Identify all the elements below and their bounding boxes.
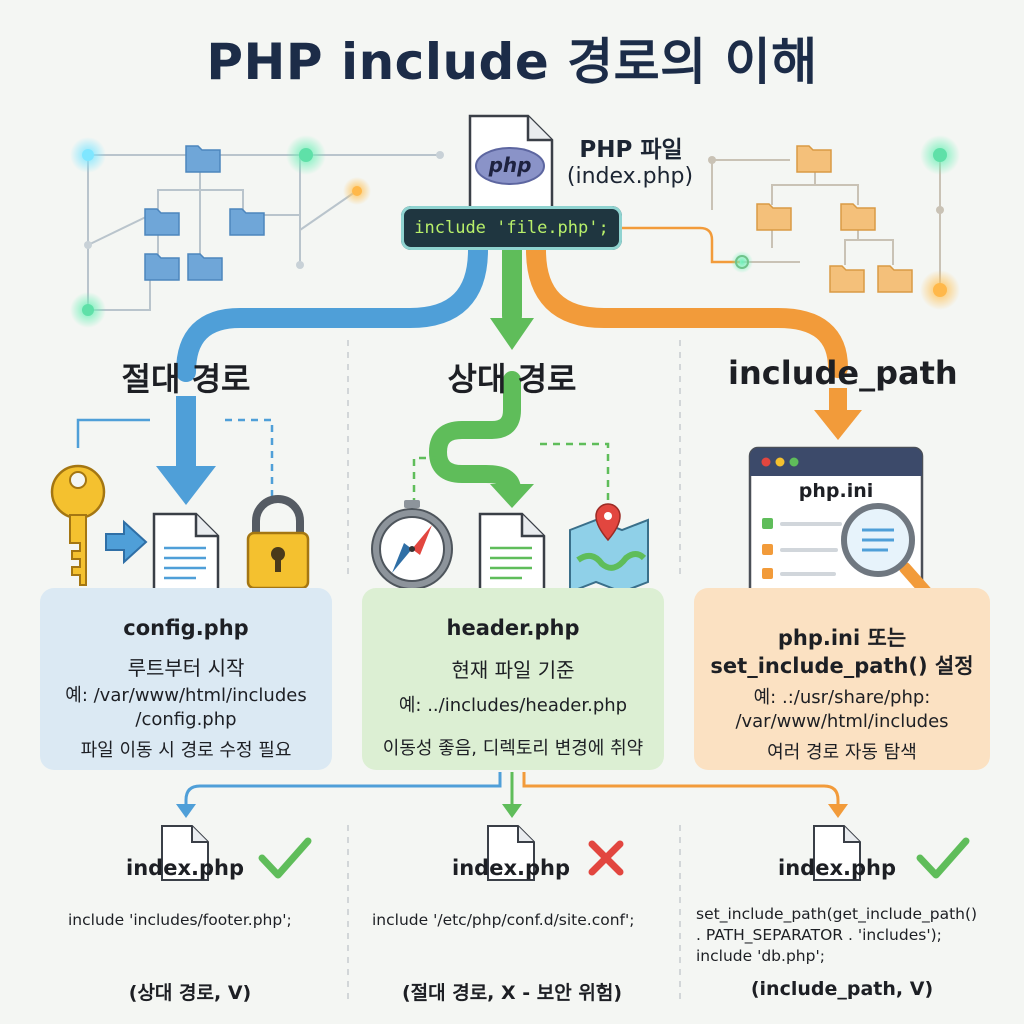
source-file-label: PHP 파일 bbox=[579, 137, 683, 163]
include-path-file-line-1: php.ini 또는 bbox=[777, 626, 907, 650]
absolute-example-line-2: /config.php bbox=[135, 709, 237, 730]
absolute-file-name: config.php bbox=[123, 616, 249, 640]
padlock-icon bbox=[246, 495, 310, 590]
relative-file-name: header.php bbox=[446, 616, 580, 640]
example-2-caption: (절대 경로, X - 보안 위험) bbox=[401, 982, 623, 1004]
cross-icon bbox=[588, 840, 624, 876]
bottom-arrow-head-left bbox=[176, 804, 196, 818]
example-1-code-line-1: include 'includes/footer.php'; bbox=[68, 911, 292, 929]
right-arrow-icon bbox=[105, 519, 148, 565]
absolute-info-panel bbox=[40, 588, 332, 770]
relative-dashed-link-right bbox=[540, 442, 610, 500]
relative-description: 현재 파일 기준 bbox=[451, 658, 575, 682]
key-icon bbox=[50, 464, 106, 586]
bottom-document-icon-1 bbox=[161, 825, 209, 881]
absolute-arrow-head bbox=[156, 466, 216, 505]
example-3-file-name: index.php bbox=[778, 856, 896, 880]
relative-curvy-arrow bbox=[428, 371, 521, 499]
header-document-icon bbox=[478, 512, 546, 598]
bottom-document-icon-3 bbox=[813, 825, 861, 881]
relative-example-line-1: 예: ../includes/header.php bbox=[398, 695, 628, 716]
compass-icon bbox=[371, 500, 453, 590]
left-folder-icons bbox=[144, 145, 265, 281]
include-path-file-line-2: set_include_path() 설정 bbox=[710, 654, 974, 678]
absolute-description: 루트부터 시작 bbox=[127, 656, 245, 680]
include-path-example-line-2: /var/www/html/includes bbox=[735, 711, 949, 732]
example-3-code-line-1: set_include_path(get_include_path() bbox=[696, 905, 978, 923]
example-2-code-line-1: include '/etc/php/conf.d/site.conf'; bbox=[372, 911, 635, 929]
example-1-file-name: index.php bbox=[126, 856, 244, 880]
include-path-arrow-head bbox=[814, 410, 862, 440]
relative-note: 이동성 좋음, 디렉토리 변경에 취약 bbox=[382, 738, 644, 759]
bottom-branch-arrows bbox=[184, 772, 840, 808]
include-path-info-panel bbox=[694, 588, 990, 770]
absolute-solid-link bbox=[76, 418, 150, 448]
example-2-file-name: index.php bbox=[452, 856, 570, 880]
left-glow-nodes bbox=[70, 135, 444, 328]
right-glow-nodes bbox=[708, 135, 960, 310]
phpini-window-title: php.ini bbox=[798, 480, 874, 502]
page-title: PHP include 경로의 이해 bbox=[206, 33, 818, 91]
map-icon bbox=[569, 503, 649, 594]
relative-curvy-arrow-head bbox=[490, 484, 534, 508]
example-3-code-line-2: . PATH_SEPARATOR . 'includes'); bbox=[696, 926, 942, 944]
main-branch-arrows bbox=[176, 240, 848, 382]
relative-info-panel bbox=[362, 588, 664, 770]
right-folder-icons bbox=[756, 145, 913, 293]
include-path-heading: include_path bbox=[728, 354, 958, 392]
absolute-path-heading: 절대 경로 bbox=[121, 360, 251, 398]
column-dividers bbox=[347, 340, 681, 1005]
relative-dashed-link-left bbox=[412, 456, 436, 505]
orange-link-line bbox=[620, 226, 740, 264]
include-path-example-line-1: 예: .:/usr/share/php: bbox=[753, 687, 931, 708]
relative-path-heading: 상대 경로 bbox=[447, 360, 577, 398]
bottom-arrow-head-center bbox=[502, 804, 522, 818]
bottom-arrow-head-right bbox=[828, 804, 848, 818]
source-file-name: (index.php) bbox=[566, 164, 694, 189]
check-icon-2 bbox=[916, 837, 970, 879]
example-3-code-line-3: include 'db.php'; bbox=[696, 947, 825, 965]
relative-arrow-head bbox=[490, 318, 534, 350]
example-1-caption: (상대 경로, V) bbox=[128, 982, 252, 1004]
absolute-note: 파일 이동 시 경로 수정 필요 bbox=[80, 740, 292, 761]
magnifier-icon bbox=[841, 503, 941, 608]
include-code-snippet: include 'file.php'; bbox=[401, 206, 622, 250]
bottom-document-icon-2 bbox=[487, 825, 535, 881]
include-path-note: 여러 경로 자동 탐색 bbox=[767, 742, 917, 763]
config-document-icon bbox=[152, 512, 220, 598]
php-file-document bbox=[468, 114, 554, 222]
absolute-dashed-link bbox=[225, 418, 274, 500]
absolute-example-line-1: 예: /var/www/html/includes bbox=[65, 685, 307, 706]
check-icon-1 bbox=[258, 837, 312, 879]
php-badge-label: php bbox=[488, 153, 532, 177]
example-3-caption: (include_path, V) bbox=[750, 978, 934, 1000]
